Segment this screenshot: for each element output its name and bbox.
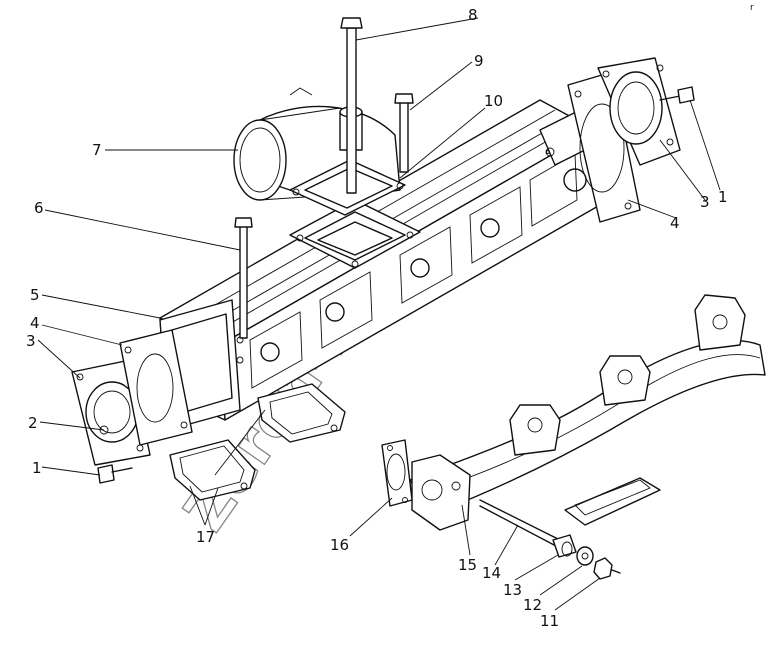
callout-17: 17: [196, 528, 215, 546]
callout-10: 10: [484, 92, 503, 110]
elbow-inlet-pipe: [233, 87, 406, 216]
callout-1-left: 1: [32, 459, 42, 477]
callout-14: 14: [482, 564, 501, 582]
right-end-bolt: [659, 86, 695, 104]
leader-lines: [37, 17, 721, 611]
callout-4-left: 4: [30, 314, 40, 332]
callout-16: 16: [330, 536, 349, 554]
right-end-gasket: [567, 71, 641, 223]
long-bolt-left: [234, 217, 253, 339]
washer: [576, 546, 594, 566]
callout-5: 5: [30, 286, 40, 304]
callout-11: 11: [540, 612, 559, 630]
nut: [593, 557, 621, 580]
spacer: [552, 534, 577, 558]
left-end-gasket: [119, 329, 193, 446]
callout-8: 8: [468, 6, 478, 24]
long-bolt: [340, 17, 363, 194]
callout-12: 12: [523, 596, 542, 614]
short-bolt: [394, 93, 414, 173]
right-end-cover: [597, 57, 681, 166]
intake-gaskets: [169, 383, 346, 501]
callout-7: 7: [92, 141, 102, 159]
riser-flange: [289, 199, 421, 269]
callout-3-right: 3: [700, 193, 710, 211]
left-end-bolt: [97, 464, 133, 484]
callout-3-left: 3: [26, 332, 36, 350]
exhaust-manifold: [409, 294, 766, 531]
callout-4-right: 4: [670, 214, 680, 232]
callout-6: 6: [34, 199, 44, 217]
stud: [479, 499, 561, 547]
callout-1-right: 1: [718, 188, 728, 206]
corner-marker: r: [750, 3, 754, 13]
callout-13: 13: [503, 581, 522, 599]
callout-9: 9: [474, 52, 484, 70]
callout-15: 15: [458, 556, 477, 574]
callout-2: 2: [28, 414, 38, 432]
exhaust-gasket: [381, 439, 413, 507]
